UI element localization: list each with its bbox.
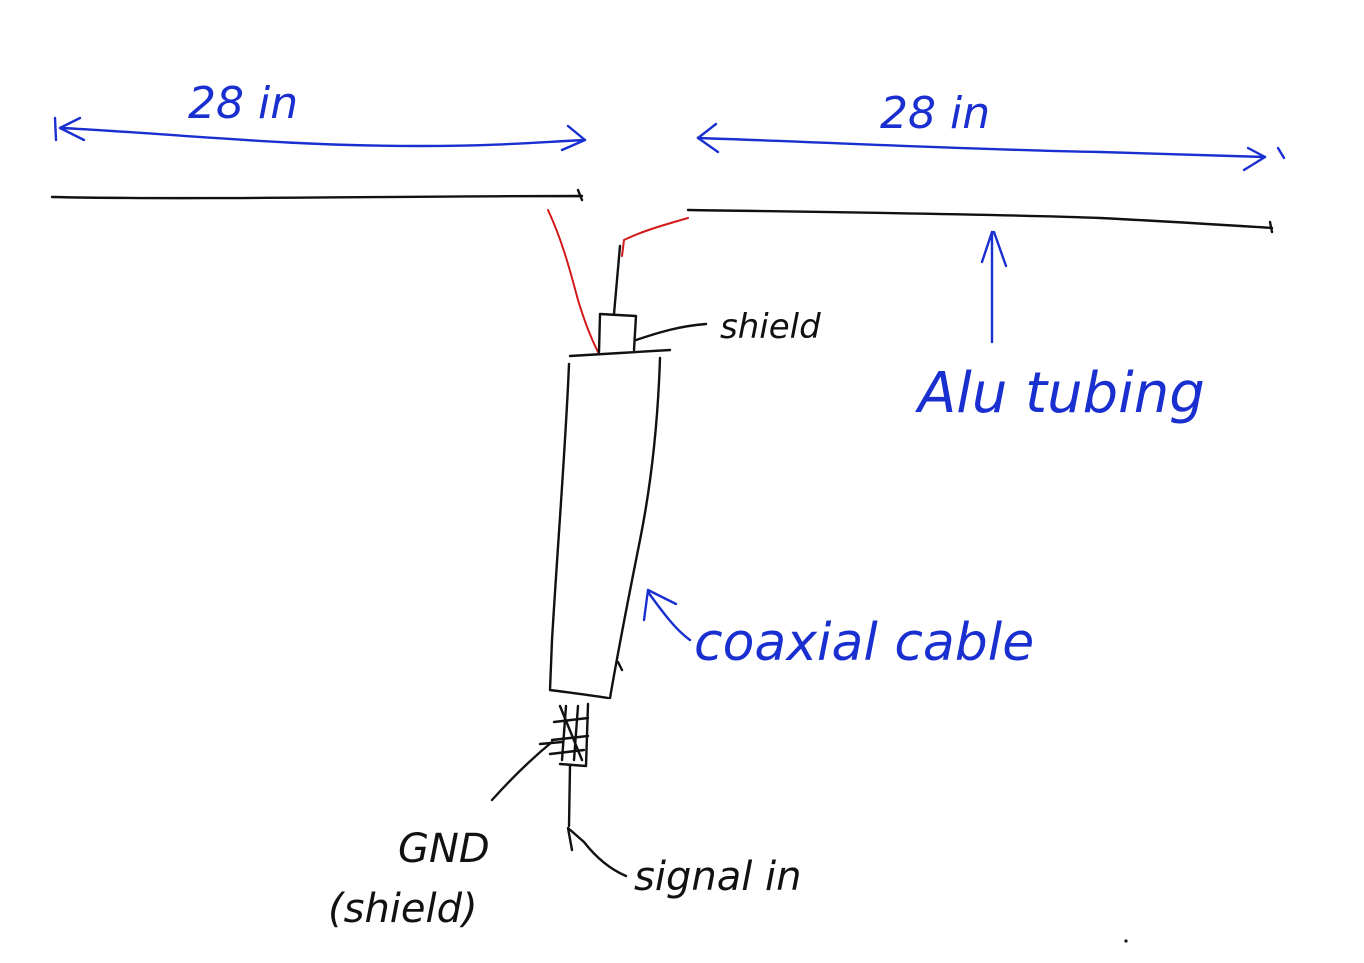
shield-stub-top	[597, 312, 638, 354]
coaxial-cable-body	[548, 356, 662, 700]
cable-arrow	[642, 588, 692, 642]
gnd-label: GND	[398, 826, 490, 872]
left-dipole-element	[50, 188, 584, 202]
right-dimension-arrow	[696, 122, 1286, 172]
right-dipole-element	[686, 208, 1274, 234]
tubing-arrow	[980, 230, 1008, 344]
gnd-pointer	[490, 740, 564, 802]
shield-top-label: shield	[720, 307, 821, 347]
cable-inner-tick	[616, 660, 624, 672]
signal-pointer	[566, 826, 628, 878]
stray-dot	[1124, 939, 1128, 943]
tubing-label: Alu tubing	[915, 361, 1205, 426]
right-feed-wire	[621, 217, 689, 257]
right-length-label: 28 in	[880, 88, 990, 139]
signal-label: signal in	[634, 854, 802, 900]
gnd-sub-label: (shield)	[328, 886, 478, 932]
signal-conductor-bottom	[567, 764, 572, 828]
left-length-label: 28 in	[188, 78, 298, 129]
cable-top-edge	[568, 348, 672, 358]
shield-pointer	[634, 322, 708, 342]
center-conductor-top	[612, 244, 622, 316]
left-feed-wire	[547, 209, 599, 353]
cable-label: coaxial cable	[694, 613, 1034, 673]
left-dimension-arrow	[53, 116, 587, 152]
bottom-shield-braid	[548, 702, 590, 768]
